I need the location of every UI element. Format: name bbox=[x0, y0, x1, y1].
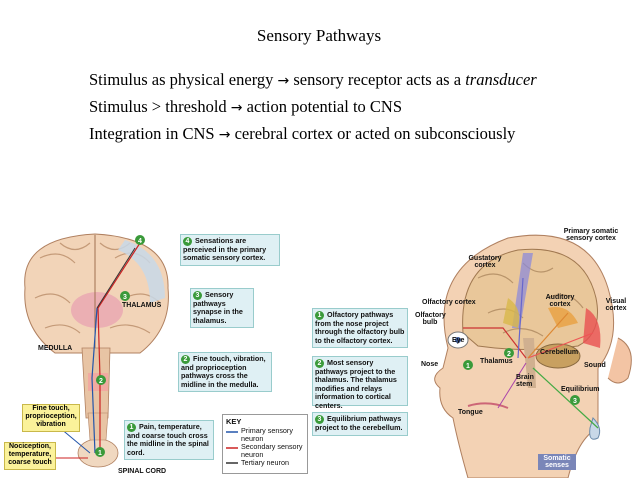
svg-text:2: 2 bbox=[99, 378, 103, 385]
key-title: KEY bbox=[226, 417, 242, 426]
step-number: 1 bbox=[315, 311, 324, 320]
svg-text:3: 3 bbox=[123, 294, 127, 301]
olfactory-bulb-label: Olfactory bulb bbox=[415, 312, 446, 326]
eye-label: Eye bbox=[452, 337, 465, 344]
thalamus-label: THALAMUS bbox=[122, 302, 162, 309]
bullet-text: Integration in CNS bbox=[89, 124, 219, 143]
sensory-pathways-figure: 4 3 2 1 THALAMUS MEDULLA SPINAL CORD Fin… bbox=[0, 228, 638, 478]
svg-text:4: 4 bbox=[138, 238, 142, 245]
bullet-text: Stimulus > threshold bbox=[89, 97, 231, 116]
fine-touch-label: Fine touch, proprioception, vibration bbox=[22, 404, 80, 432]
head-sagittal-illustration: 1 2 3 bbox=[434, 234, 632, 478]
bullet-item: Stimulus > threshold → action potential … bbox=[89, 94, 537, 121]
auditory-label: Auditory cortex bbox=[545, 294, 575, 308]
bullet-text: Stimulus as physical energy bbox=[89, 70, 278, 89]
nose-label: Nose bbox=[421, 361, 439, 368]
visual-label: Visual cortex bbox=[605, 298, 627, 312]
bullet-item: Integration in CNS → cerebral cortex or … bbox=[89, 121, 537, 148]
step-number: 1 bbox=[127, 423, 136, 432]
step-text: Olfactory pathways from the nose project… bbox=[315, 310, 405, 345]
step-number: 3 bbox=[315, 415, 324, 424]
medulla-label: MEDULLA bbox=[38, 345, 73, 352]
key-swatches bbox=[226, 431, 238, 464]
olfactory-cortex-label: Olfactory cortex bbox=[422, 299, 476, 306]
step-number: 3 bbox=[193, 291, 202, 300]
arrow-icon: → bbox=[218, 127, 231, 143]
sound-label: Sound bbox=[584, 362, 606, 369]
gustatory-label: Gustatory cortex bbox=[468, 255, 502, 269]
primary-somatic-label: Primary somatic sensory cortex bbox=[563, 228, 619, 242]
step-number: 2 bbox=[181, 355, 190, 364]
somatic-senses-label: Somatic senses bbox=[538, 454, 576, 470]
arrow-icon: → bbox=[230, 100, 243, 116]
step-number: 4 bbox=[183, 237, 192, 246]
key-item: Secondary sensory neuron bbox=[241, 442, 303, 460]
slide-title: Sensory Pathways bbox=[256, 26, 382, 45]
nociception-label: Nociception, temperature, coarse touch bbox=[4, 442, 56, 470]
svg-text:1: 1 bbox=[98, 450, 102, 457]
thalamus-label-right: Thalamus bbox=[480, 358, 513, 365]
key-item: Primary sensory neuron bbox=[241, 426, 293, 444]
svg-text:1: 1 bbox=[466, 363, 470, 370]
bullet-list: Stimulus as physical energy → sensory re… bbox=[89, 67, 537, 148]
step-text: Sensations are perceived in the primary … bbox=[183, 236, 267, 263]
brain-stem-label: Brain stem bbox=[516, 374, 534, 388]
svg-text:2: 2 bbox=[507, 351, 511, 358]
step-text: Pain, temperature, and coarse touch cros… bbox=[127, 422, 209, 457]
step-number: 2 bbox=[315, 359, 324, 368]
bullet-text: sensory receptor acts as a bbox=[289, 70, 466, 89]
bullet-item: Stimulus as physical energy → sensory re… bbox=[89, 67, 537, 94]
step-text: Sensory pathways synapse in the thalamus… bbox=[193, 290, 243, 325]
step-text: Most sensory pathways project to the tha… bbox=[315, 358, 397, 410]
equilibrium-label: Equilibrium bbox=[561, 386, 600, 393]
key-legend: KEY Primary sensory neuron Secondary sen… bbox=[222, 414, 308, 474]
bullet-text: action potential to CNS bbox=[242, 97, 402, 116]
bullet-text: cerebral cortex or acted on subconscious… bbox=[230, 124, 516, 143]
arrow-icon: → bbox=[277, 73, 290, 89]
tongue-label: Tongue bbox=[458, 409, 483, 416]
step-text: Equilibrium pathways project to the cere… bbox=[315, 414, 403, 432]
bullet-italic: transducer bbox=[465, 70, 537, 89]
spinal-cord-label: SPINAL CORD bbox=[118, 468, 167, 475]
cerebellum-label: Cerebellum bbox=[540, 349, 579, 356]
key-item: Tertiary neuron bbox=[241, 458, 289, 467]
svg-text:3: 3 bbox=[573, 398, 577, 405]
step-text: Fine touch, vibration, and proprioceptio… bbox=[181, 354, 266, 389]
